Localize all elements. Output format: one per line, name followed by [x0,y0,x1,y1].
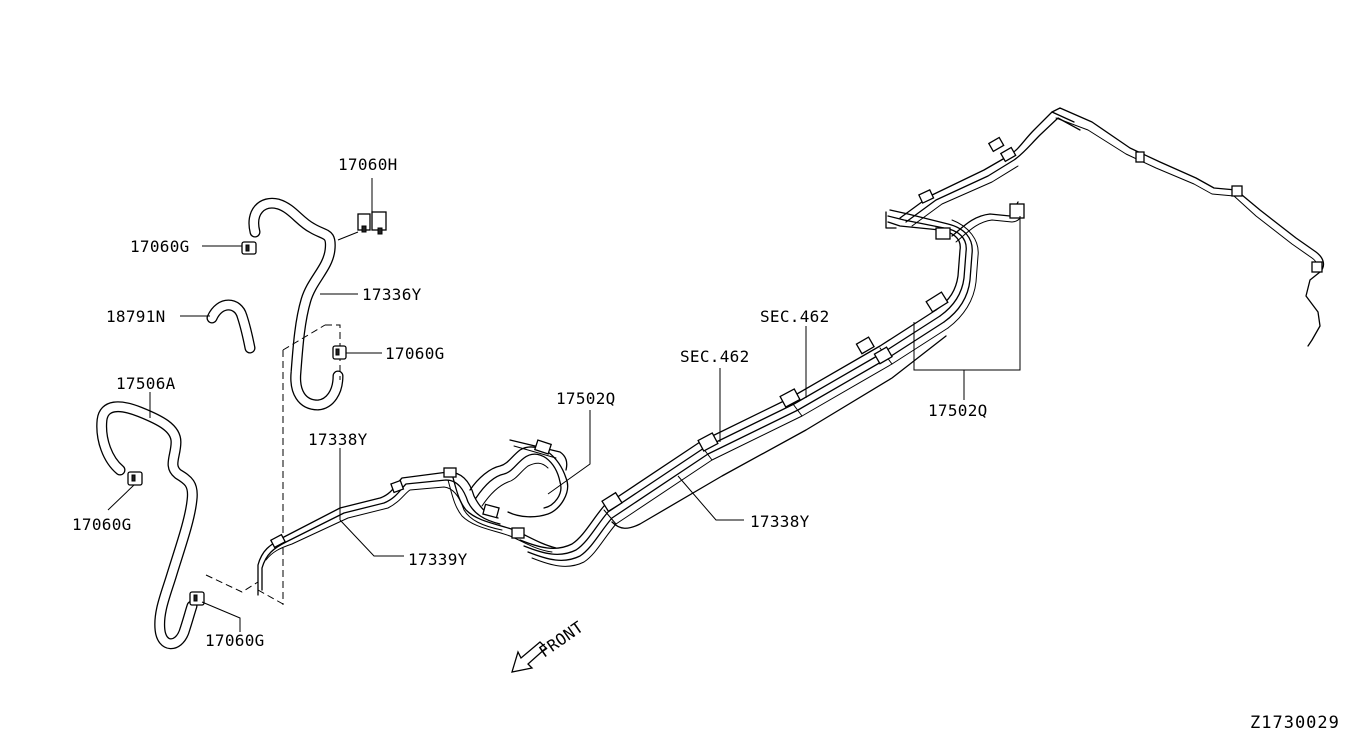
hose-17336y[interactable] [248,197,344,411]
line-clamps [269,136,1323,549]
leader-lines [107,178,1021,632]
label-17338y-upper: 17338Y [308,430,368,449]
diagram-code: Z1730029 [1250,713,1340,733]
label-17060h: 17060H [338,155,398,174]
label-17060g-left: 17060G [72,515,132,534]
front-direction-arrow: FRONT [511,617,587,673]
label-sec462-left: SEC.462 [680,347,750,366]
hose-18791n[interactable] [206,299,256,354]
part-17060g-clamp-bottom[interactable] [189,591,205,606]
front-label: FRONT [535,617,587,661]
label-17060g-mid: 17060G [385,344,445,363]
label-17502q-right: 17502Q [928,401,988,420]
part-17060g-clamp-mid[interactable] [332,345,347,360]
label-17060g-bottom: 17060G [205,631,265,650]
label-17336y: 17336Y [362,285,422,304]
part-17060h-clip[interactable] [357,211,387,235]
label-18791n: 18791N [106,307,166,326]
label-sec462-right: SEC.462 [760,307,830,326]
hose-17506a[interactable] [96,401,198,650]
label-17506a: 17506A [116,374,176,393]
label-17060g-top: 17060G [130,237,190,256]
part-17060g-clamp-top[interactable] [241,241,257,255]
main-fuel-line-bundle[interactable] [257,107,1325,596]
label-17502q-center: 17502Q [556,389,616,408]
label-17339y: 17339Y [408,550,468,569]
label-17338y-lower: 17338Y [750,512,810,531]
phantom-lines [205,324,341,605]
part-17060g-clamp-left[interactable] [127,471,143,486]
